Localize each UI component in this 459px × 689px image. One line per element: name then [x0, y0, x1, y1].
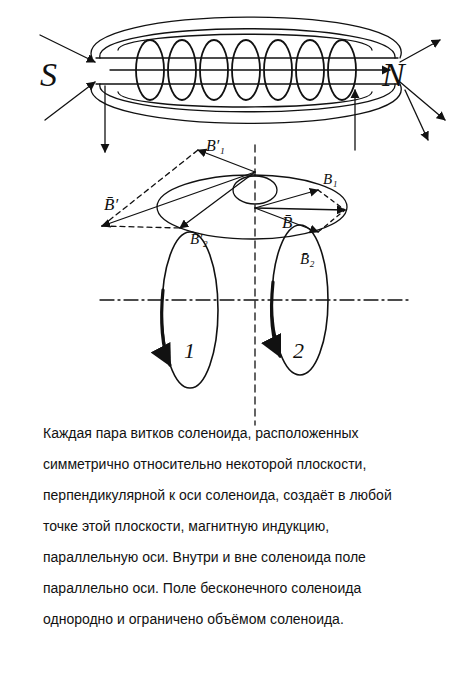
- field-line: [96, 57, 398, 58]
- vector-b1: [255, 190, 318, 208]
- caption: Каждая пара витков соленоида, расположен…: [43, 418, 428, 635]
- construction-line: [102, 226, 180, 228]
- turn-loop: [272, 225, 328, 375]
- vector-label: B̄: [282, 214, 292, 231]
- field-line: [354, 90, 355, 150]
- coil-turn: [296, 40, 324, 100]
- vector-b: [255, 208, 345, 210]
- vector-b-prime: [102, 172, 255, 226]
- vector-label: B₁: [323, 172, 337, 187]
- current-arrow: [272, 282, 280, 356]
- vector-b2-prime: [180, 172, 255, 228]
- vector-label: B′₂: [190, 232, 208, 247]
- coil-turn: [168, 40, 196, 100]
- coil-turn: [200, 40, 228, 100]
- pole-label: S: [40, 58, 57, 92]
- field-line: [405, 90, 428, 140]
- field-line: [104, 86, 105, 152]
- plane-section: [233, 176, 277, 204]
- coil-windings: [136, 40, 356, 100]
- turn-loop: [162, 232, 218, 388]
- field-line: [400, 82, 445, 120]
- coil-turn: [232, 40, 260, 100]
- vector-label: B̄₂: [300, 252, 314, 267]
- current-arrow: [162, 290, 170, 365]
- vector-label: B′₁: [206, 138, 225, 154]
- symmetry-plane: [254, 145, 255, 425]
- field-line: [110, 69, 390, 70]
- callout-number: 1: [184, 340, 195, 362]
- coil-turn: [136, 40, 164, 100]
- callout-number: 2: [293, 340, 304, 362]
- field-line: [91, 17, 401, 58]
- plane-section: [157, 175, 347, 239]
- pole-label: N: [382, 58, 405, 92]
- construction-line: [102, 150, 198, 226]
- field-line: [400, 40, 440, 62]
- construction-line: [318, 190, 345, 232]
- solenoid-axis: [100, 299, 412, 300]
- coil-turn: [264, 40, 292, 100]
- vector-label: B̄′: [104, 196, 118, 213]
- vector-b2: [255, 208, 318, 232]
- coil-turn: [328, 40, 356, 100]
- field-line: [96, 83, 398, 84]
